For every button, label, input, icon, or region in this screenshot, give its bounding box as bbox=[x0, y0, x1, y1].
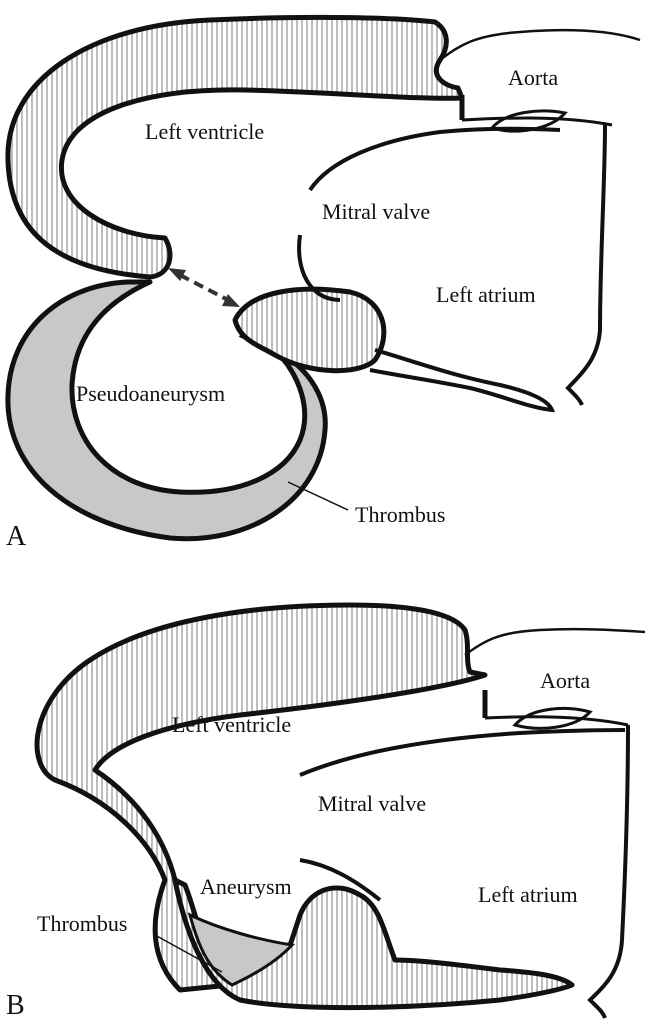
panel-a-thrombus-leader bbox=[287, 481, 349, 511]
panel-b-drawing bbox=[34, 602, 646, 1019]
panel-b-thrombus-leader bbox=[154, 934, 223, 973]
panel-a-neck-arrow bbox=[179, 273, 229, 302]
panel-a-mitral-annulus bbox=[308, 126, 561, 192]
panel-a-mitral-leaflet bbox=[297, 234, 341, 302]
panel-b-thrombus-shape bbox=[187, 912, 296, 987]
panel-a-label-left-ventricle: Left ventricle bbox=[145, 119, 265, 144]
panel-a-neck-arrowhead-left bbox=[168, 268, 186, 281]
panel-b-mitral-leaflet bbox=[299, 858, 382, 902]
panel-b-atrium-wall bbox=[587, 724, 630, 1019]
panel-a-drawing bbox=[5, 14, 641, 542]
panel-b-label-left-ventricle: Left ventricle bbox=[172, 712, 292, 737]
panel-a-aorta-upper-wall bbox=[439, 28, 641, 62]
panel-a-letter: A bbox=[6, 521, 27, 552]
panel-b-aortic-valve-cusp bbox=[512, 707, 593, 730]
panel-a-label-thrombus: Thrombus bbox=[355, 502, 446, 527]
panel-a-ventricle-wall bbox=[5, 14, 465, 280]
panel-a-label-left-atrium: Left atrium bbox=[436, 282, 536, 307]
panel-b-mitral-annulus bbox=[299, 728, 626, 777]
panel-a-label-mitral-valve: Mitral valve bbox=[322, 199, 431, 224]
panel-b-aortic-ring bbox=[484, 715, 629, 727]
panel-b-label-aorta: Aorta bbox=[540, 668, 591, 693]
panel-b-aorta-upper-wall bbox=[464, 627, 646, 657]
panel-b-ventricle-wall bbox=[34, 602, 488, 993]
panel-a-atrial-tail bbox=[369, 348, 556, 413]
panel-b-label-mitral-valve: Mitral valve bbox=[318, 791, 427, 816]
panel-b-label-aneurysm: Aneurysm bbox=[200, 874, 292, 899]
panel-a-posterior-wall bbox=[232, 286, 387, 374]
panel-a-aortic-ring bbox=[461, 116, 613, 127]
panel-a-label-pseudoaneurysm: Pseudoaneurysm bbox=[76, 381, 226, 406]
panel-a-neck-arrowhead-right bbox=[222, 294, 240, 307]
panel-a-atrium-wall bbox=[565, 124, 607, 406]
panel-b-letter: B bbox=[6, 990, 25, 1021]
panel-b-label-thrombus: Thrombus bbox=[37, 911, 128, 936]
panel-a-label-aorta: Aorta bbox=[508, 65, 559, 90]
panel-b-label-left-atrium: Left atrium bbox=[478, 882, 578, 907]
